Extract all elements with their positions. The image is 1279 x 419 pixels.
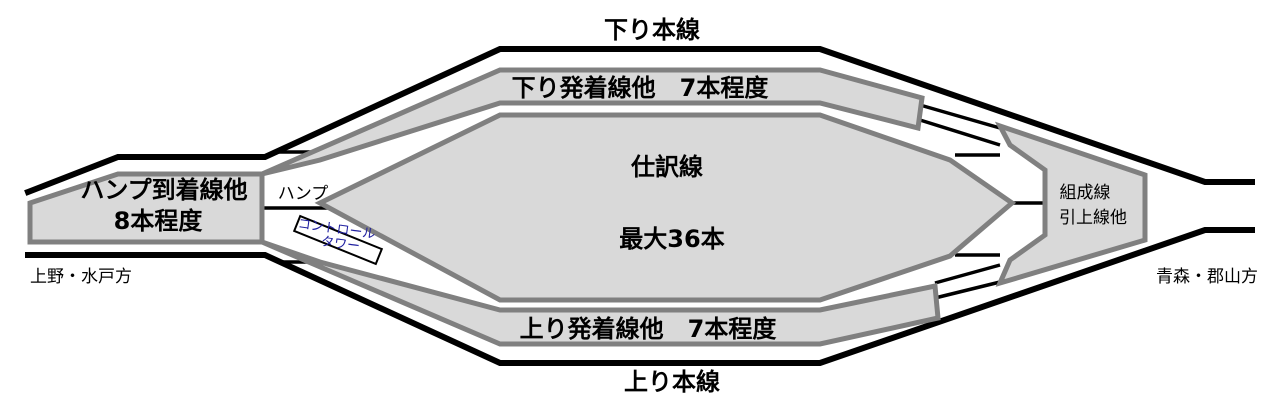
connector-r1 bbox=[919, 103, 1001, 130]
up-main-track bbox=[25, 227, 1255, 366]
connector-r7 bbox=[934, 280, 1001, 300]
hump-arrival-label-line1: ハンプ到着線他 bbox=[80, 176, 247, 204]
classification-label-line1: 仕訳線 bbox=[630, 153, 703, 181]
control-tower bbox=[292, 214, 384, 266]
direction-right-label: 青森・郡山方 bbox=[1156, 267, 1258, 287]
classification-label-line2: 最大36本 bbox=[619, 225, 724, 253]
up-main-label: 上り本線 bbox=[624, 368, 720, 396]
connector-r2 bbox=[919, 118, 1001, 147]
down-departure-area bbox=[260, 67, 925, 177]
hump-label: ハンプ bbox=[278, 184, 329, 204]
down-main-track bbox=[24, 46, 1255, 196]
down-main-label: 下り本線 bbox=[604, 16, 700, 44]
classification-area bbox=[314, 112, 1017, 303]
hump-arrival-area bbox=[27, 171, 265, 245]
control-tower-label-line2: タワー bbox=[320, 234, 361, 254]
up-departure-label: 上り発着線他 7本程度 bbox=[520, 315, 778, 343]
hump-arrival-label-line2: 8本程度 bbox=[114, 207, 204, 235]
up-departure-area bbox=[261, 239, 941, 347]
connector-r6 bbox=[934, 263, 1001, 285]
formation-label-line2: 引上線他 bbox=[1059, 208, 1127, 228]
down-departure-label: 下り発着線他 7本程度 bbox=[512, 74, 770, 102]
formation-label-line1: 組成線 bbox=[1060, 183, 1111, 203]
direction-left-label: 上野・水戸方 bbox=[30, 267, 132, 287]
formation-area bbox=[994, 121, 1148, 287]
